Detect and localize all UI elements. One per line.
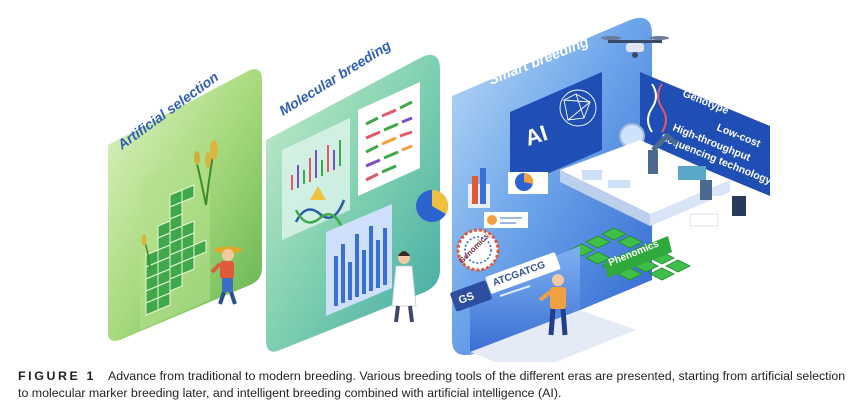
genomics-badge: Genomics <box>456 228 500 272</box>
lab-block <box>608 180 630 188</box>
ai-brain-card: AI <box>510 72 602 190</box>
lab-platform <box>560 140 730 226</box>
dna-icon <box>647 83 667 133</box>
info-card <box>484 212 528 228</box>
drone-icon <box>601 36 669 58</box>
pie-chart-icon <box>416 189 449 222</box>
brain-network-icon <box>559 89 597 127</box>
caption-text: Advance from traditional to modern breed… <box>18 369 846 400</box>
scientist-figure <box>391 251 417 323</box>
gel-card <box>282 118 350 240</box>
person-figure <box>538 274 568 336</box>
smart-breeding-panel: Smart breeding AI Genotype Low-cost <box>450 17 773 362</box>
figure-label: FIGURE 1 <box>18 369 96 383</box>
artificial-selection-panel: Artificial selection <box>108 69 262 341</box>
gs-label: GS <box>457 290 476 307</box>
small-plant-icon <box>141 234 151 269</box>
rice-plant-icon <box>194 140 218 206</box>
sequence-document <box>358 82 420 196</box>
selection-grid <box>140 148 210 330</box>
server-monitor-icon <box>689 196 754 227</box>
molecular-breeding-panel: Molecular breeding <box>266 37 449 352</box>
robot-arm-icon <box>648 132 712 200</box>
stat-cards <box>468 168 548 228</box>
dna-helix-icon <box>294 199 346 223</box>
breeding-illustration: Artificial selection <box>108 17 773 362</box>
farmer-figure <box>210 246 242 305</box>
bar-chart-card <box>326 204 392 316</box>
lab-block <box>582 170 602 180</box>
pie-card <box>508 172 548 194</box>
laptop-icon: GS ATCGATCG <box>450 246 636 362</box>
